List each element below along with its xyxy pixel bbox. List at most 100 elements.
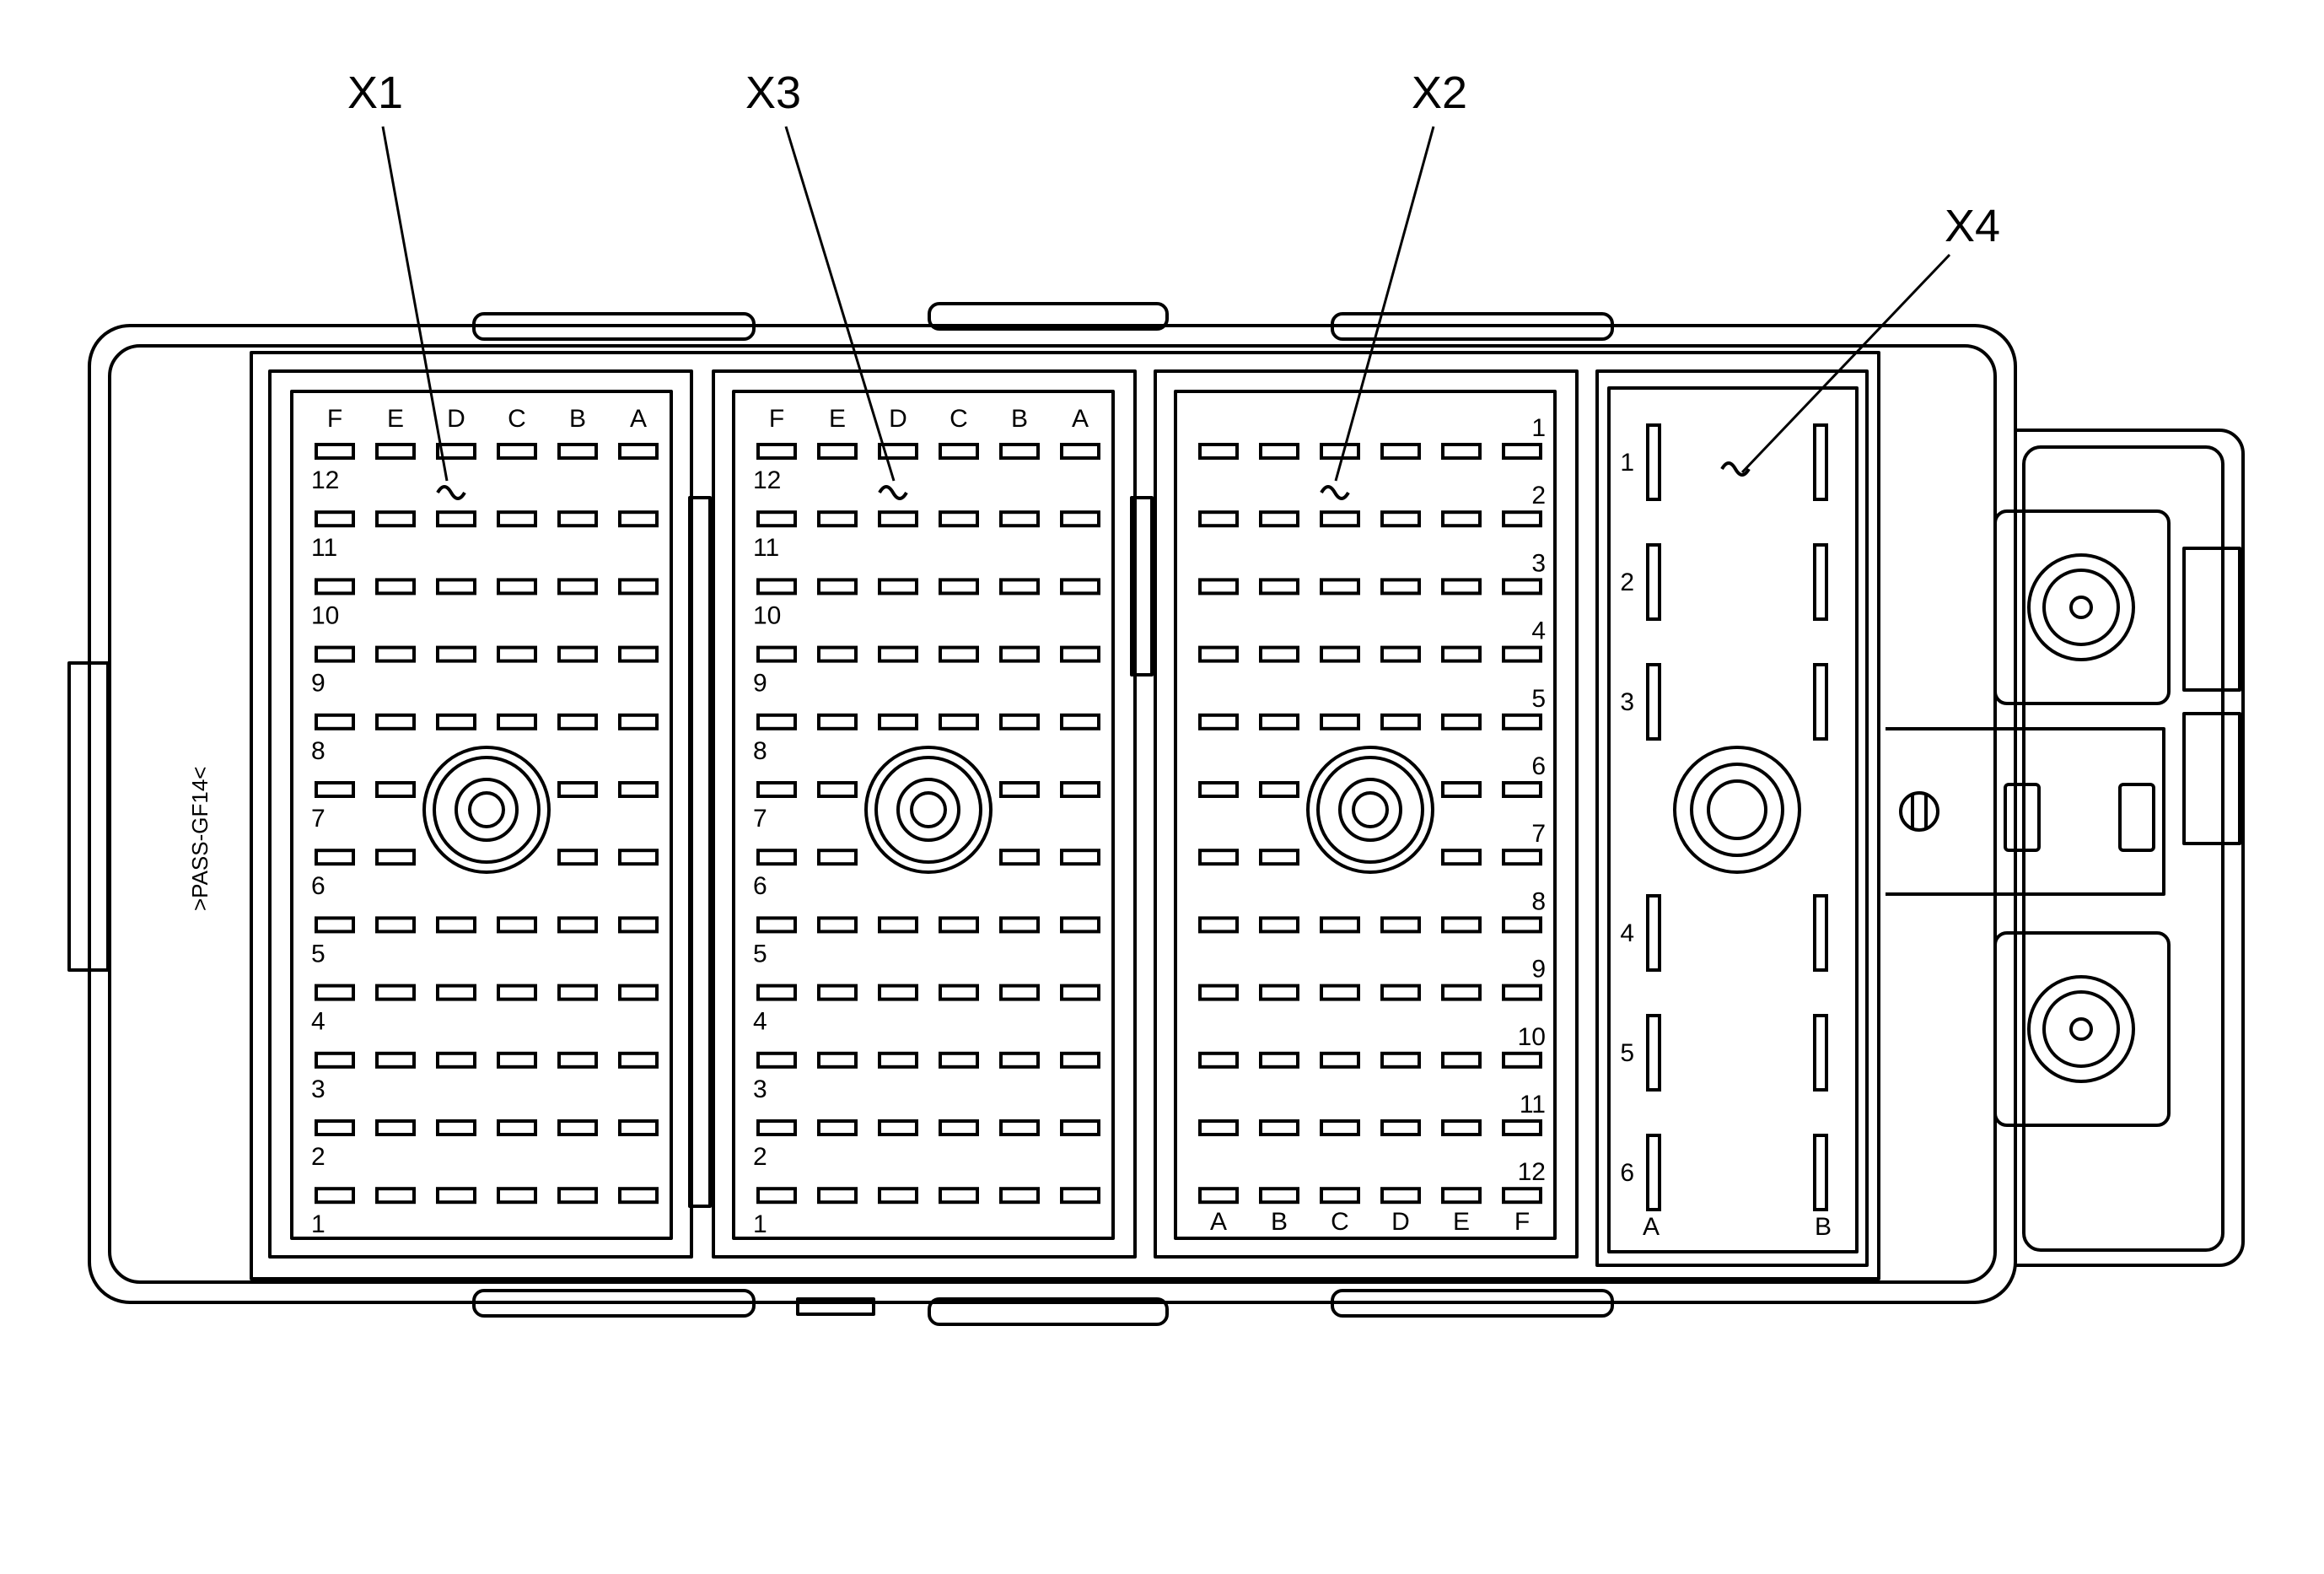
x4-row-label: 1 [1620, 449, 1634, 477]
x2-row-label: 4 [1531, 617, 1546, 645]
x3-pin [878, 713, 918, 730]
latch-top-3 [1331, 312, 1614, 341]
x2-row-label: 2 [1531, 482, 1546, 509]
x3-pin [1060, 984, 1100, 1001]
x3-col-label: C [950, 405, 968, 433]
x3-pin [817, 984, 858, 1001]
x2-bolt-icon [1352, 791, 1389, 828]
x4-col-label: B [1815, 1213, 1832, 1241]
tab-right-mid [2182, 712, 2241, 845]
x3-pin [756, 578, 797, 596]
x2-pin [1502, 781, 1542, 798]
x1-key-icon [436, 485, 466, 500]
x3-col-label: A [1072, 405, 1089, 433]
x1-pin [436, 443, 476, 460]
x2-pin [1259, 781, 1299, 798]
x3-row-label: 11 [753, 534, 779, 562]
x2-bolt-ring [1316, 756, 1424, 864]
x1-pin [315, 984, 355, 1001]
x3-pin [1060, 713, 1100, 730]
x1-pin [557, 645, 598, 663]
x1-pin [557, 984, 598, 1001]
x4-bolt-ring [1690, 763, 1784, 857]
x1-pin [618, 984, 659, 1001]
x3-pin [878, 1119, 918, 1136]
x2-pin [1441, 578, 1482, 596]
x3-pin [817, 849, 858, 866]
x3-pin [999, 1051, 1040, 1069]
x2-row-label: 1 [1531, 414, 1546, 442]
x3-row-label: 8 [753, 737, 767, 765]
x2-col-label: C [1331, 1208, 1349, 1236]
housing-inner [108, 344, 1997, 1284]
x2-pin [1441, 849, 1482, 866]
x3-pin [756, 916, 797, 934]
x3-row-label: 3 [753, 1075, 767, 1103]
x4-pin [1646, 1014, 1661, 1092]
x3-pin [1060, 510, 1100, 528]
x1-pin [436, 510, 476, 528]
latch-bottom-3 [1331, 1289, 1614, 1318]
callout-x3: X3 [745, 67, 801, 118]
x2-pin [1198, 578, 1239, 596]
x2-pin [1320, 916, 1360, 934]
socket-ring [2027, 553, 2135, 661]
x1-row-label: 12 [311, 466, 339, 494]
x4-pin [1813, 663, 1828, 741]
x4-pin [1646, 1134, 1661, 1211]
x2-pin [1198, 510, 1239, 528]
x2-pin [1320, 713, 1360, 730]
x1-pin [315, 1119, 355, 1136]
x1-bolt-ring [433, 756, 541, 864]
x1-pin [497, 443, 537, 460]
x3-pin [756, 984, 797, 1001]
x3-bolt-ring [896, 778, 960, 842]
x3-pin [939, 713, 979, 730]
x1-pin [557, 510, 598, 528]
x2-pin [1380, 645, 1421, 663]
x2-pin [1380, 1051, 1421, 1069]
x1-pin [618, 849, 659, 866]
x2-pin [1502, 1051, 1542, 1069]
x4-pin [1813, 423, 1828, 501]
x2-pin [1198, 713, 1239, 730]
x3-pin [1060, 578, 1100, 596]
x1-row-label: 11 [311, 534, 337, 562]
x1-pin [557, 578, 598, 596]
x3-pin [999, 443, 1040, 460]
x1-row-label: 3 [311, 1075, 325, 1103]
x2-pin [1320, 984, 1360, 1001]
x1-pin [436, 916, 476, 934]
x1-row-label: 2 [311, 1143, 325, 1171]
x2-pin [1380, 578, 1421, 596]
x1-row-label: 4 [311, 1008, 325, 1036]
x4-pin [1813, 894, 1828, 972]
x3-pin [756, 1187, 797, 1205]
x1-body [290, 390, 673, 1240]
x2-pin [1198, 781, 1239, 798]
x3-pin [939, 1051, 979, 1069]
x2-pin [1259, 1187, 1299, 1205]
x3-pin [939, 1187, 979, 1205]
x2-pin [1380, 443, 1421, 460]
x2-pin [1320, 443, 1360, 460]
socket-ring [2027, 975, 2135, 1083]
x1-row-label: 8 [311, 737, 325, 765]
x2-pin [1320, 645, 1360, 663]
x3-pin [878, 984, 918, 1001]
x2-pin [1502, 1119, 1542, 1136]
x3-leader-line [784, 126, 896, 482]
x1-col-label: D [447, 405, 465, 433]
x4-row-label: 2 [1620, 569, 1634, 596]
x2-col-label: B [1271, 1208, 1288, 1236]
x1-pin [618, 781, 659, 798]
tab-right-top [2182, 547, 2241, 692]
x3-pin [999, 781, 1040, 798]
x1-pin [557, 713, 598, 730]
x1-pin [497, 713, 537, 730]
x3-pin [878, 916, 918, 934]
x2-bolt-ring [1306, 746, 1434, 874]
x3-key-icon [878, 485, 908, 500]
x3-col-label: E [829, 405, 846, 433]
x1-row-label: 9 [311, 670, 325, 698]
